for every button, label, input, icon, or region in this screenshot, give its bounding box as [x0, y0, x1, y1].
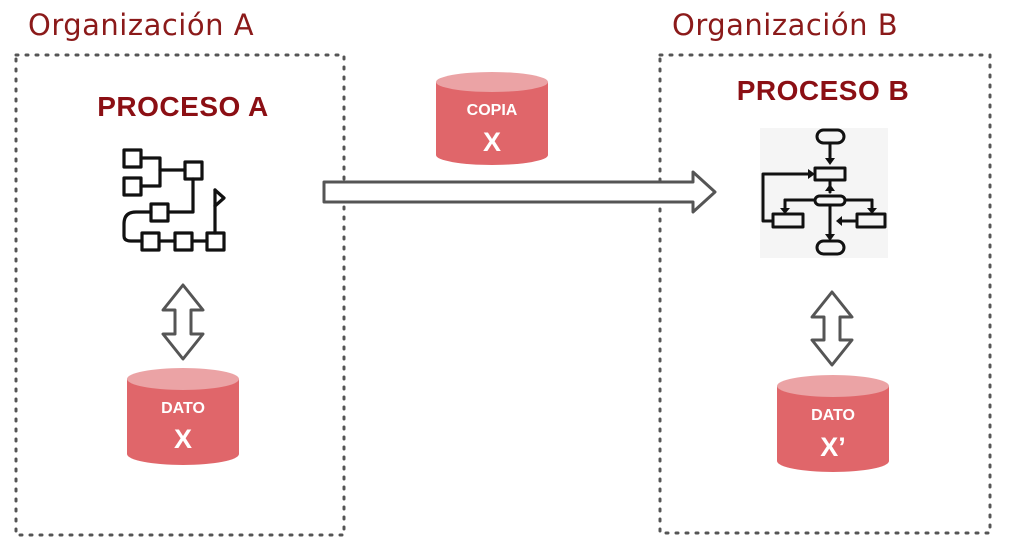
org-b-boundary	[658, 53, 992, 535]
data-b-label: DATO	[811, 407, 855, 424]
database-cylinder-icon	[127, 368, 239, 465]
data-a-value: X	[173, 424, 192, 454]
process-flow-a-icon	[122, 148, 226, 252]
bidirectional-arrow-icon	[161, 283, 205, 361]
flowchart-b-icon	[760, 128, 888, 258]
transfer-arrow-icon	[322, 170, 717, 214]
copy-value: X	[482, 127, 501, 157]
copy-label: COPIA	[466, 102, 518, 119]
database-cylinder-icon	[436, 72, 548, 165]
data-b-value: X’	[820, 432, 846, 462]
data-a-label: DATO	[161, 400, 205, 417]
process-a-title: PROCESO A	[97, 91, 269, 122]
database-cylinder-icon	[777, 375, 889, 472]
org-b-label: Organización B	[672, 8, 899, 42]
org-a-label: Organización A	[28, 8, 255, 42]
bidirectional-arrow-icon	[810, 290, 854, 367]
org-a-boundary	[14, 53, 346, 537]
process-b-title: PROCESO B	[736, 75, 910, 106]
